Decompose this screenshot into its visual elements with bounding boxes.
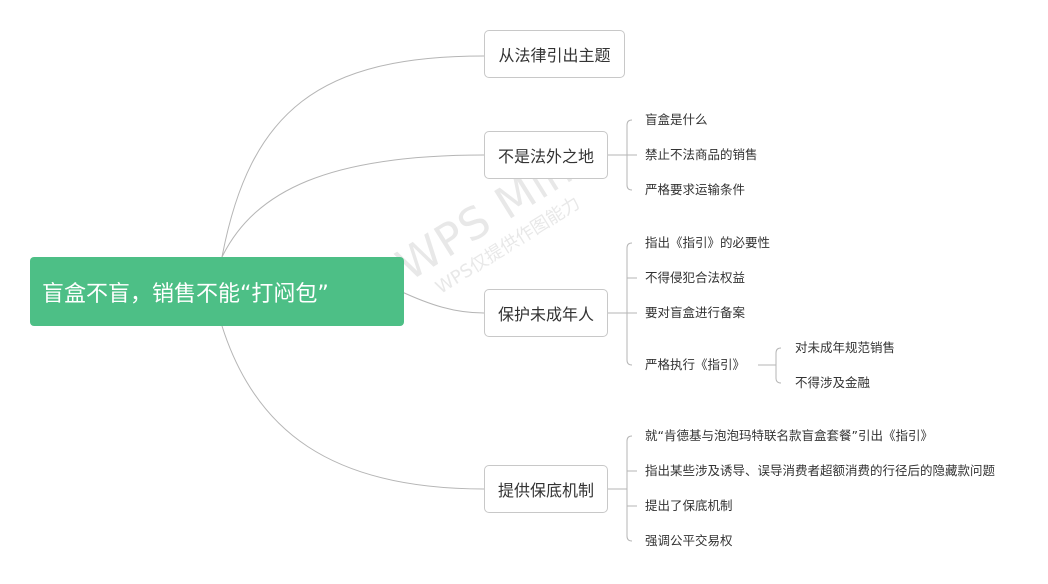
subtopic-ban-illegal-goods[interactable]: 禁止不法商品的销售 bbox=[645, 147, 758, 162]
connector-root-topic-2 bbox=[221, 154, 485, 258]
subtopic-fair-trade-right[interactable]: 强调公平交易权 bbox=[645, 533, 733, 548]
topic-law-intro-label: 从法律引出主题 bbox=[498, 46, 611, 65]
connector-subbranch-bracket bbox=[775, 347, 782, 384]
subtopic-hidden-items-issue[interactable]: 指出某些涉及诱导、误导消费者超额消费的行径后的隐藏款问题 bbox=[645, 463, 996, 478]
root-topic-label: 盲盒不盲，销售不能“打闷包” bbox=[42, 281, 329, 307]
topic-not-lawless-label: 不是法外之地 bbox=[497, 147, 594, 166]
connector-root-topic-4 bbox=[221, 325, 485, 490]
topic-guarantee-mechanism[interactable]: 提供保底机制 bbox=[484, 465, 608, 513]
topic-protect-minors-label: 保护未成年人 bbox=[497, 305, 594, 324]
subtopic-kfc-popmart[interactable]: 就“肯德基与泡泡玛特联名款盲盒套餐”引出《指引》 bbox=[645, 428, 933, 443]
subtopic-what-is-blind-box[interactable]: 盲盒是什么 bbox=[645, 112, 708, 127]
subtopic-regulate-minor-sales[interactable]: 对未成年规范销售 bbox=[795, 340, 896, 355]
connector-root-topic-3 bbox=[399, 290, 485, 314]
subtopic-no-finance[interactable]: 不得涉及金融 bbox=[795, 375, 871, 390]
subtopic-filing-blind-box[interactable]: 要对盲盒进行备案 bbox=[645, 305, 746, 320]
root-topic[interactable]: 盲盒不盲，销售不能“打闷包” bbox=[30, 257, 404, 326]
connector-topic-3-bracket bbox=[626, 242, 633, 366]
connector-topic-4-bracket bbox=[626, 435, 633, 542]
subtopic-shipping-requirements[interactable]: 严格要求运输条件 bbox=[645, 182, 746, 197]
topic-law-intro[interactable]: 从法律引出主题 bbox=[484, 30, 625, 78]
subtopic-guideline-necessity[interactable]: 指出《指引》的必要性 bbox=[645, 235, 771, 250]
connector-root-topic-1 bbox=[221, 55, 485, 258]
topic-not-lawless[interactable]: 不是法外之地 bbox=[484, 131, 608, 179]
subtopic-no-infringement[interactable]: 不得侵犯合法权益 bbox=[645, 270, 746, 285]
subtopic-enforce-guideline[interactable]: 严格执行《指引》 bbox=[645, 357, 746, 372]
topic-protect-minors[interactable]: 保护未成年人 bbox=[484, 289, 608, 337]
topic-guarantee-mechanism-label: 提供保底机制 bbox=[497, 481, 594, 500]
subtopic-guarantee-proposed[interactable]: 提出了保底机制 bbox=[645, 498, 733, 513]
